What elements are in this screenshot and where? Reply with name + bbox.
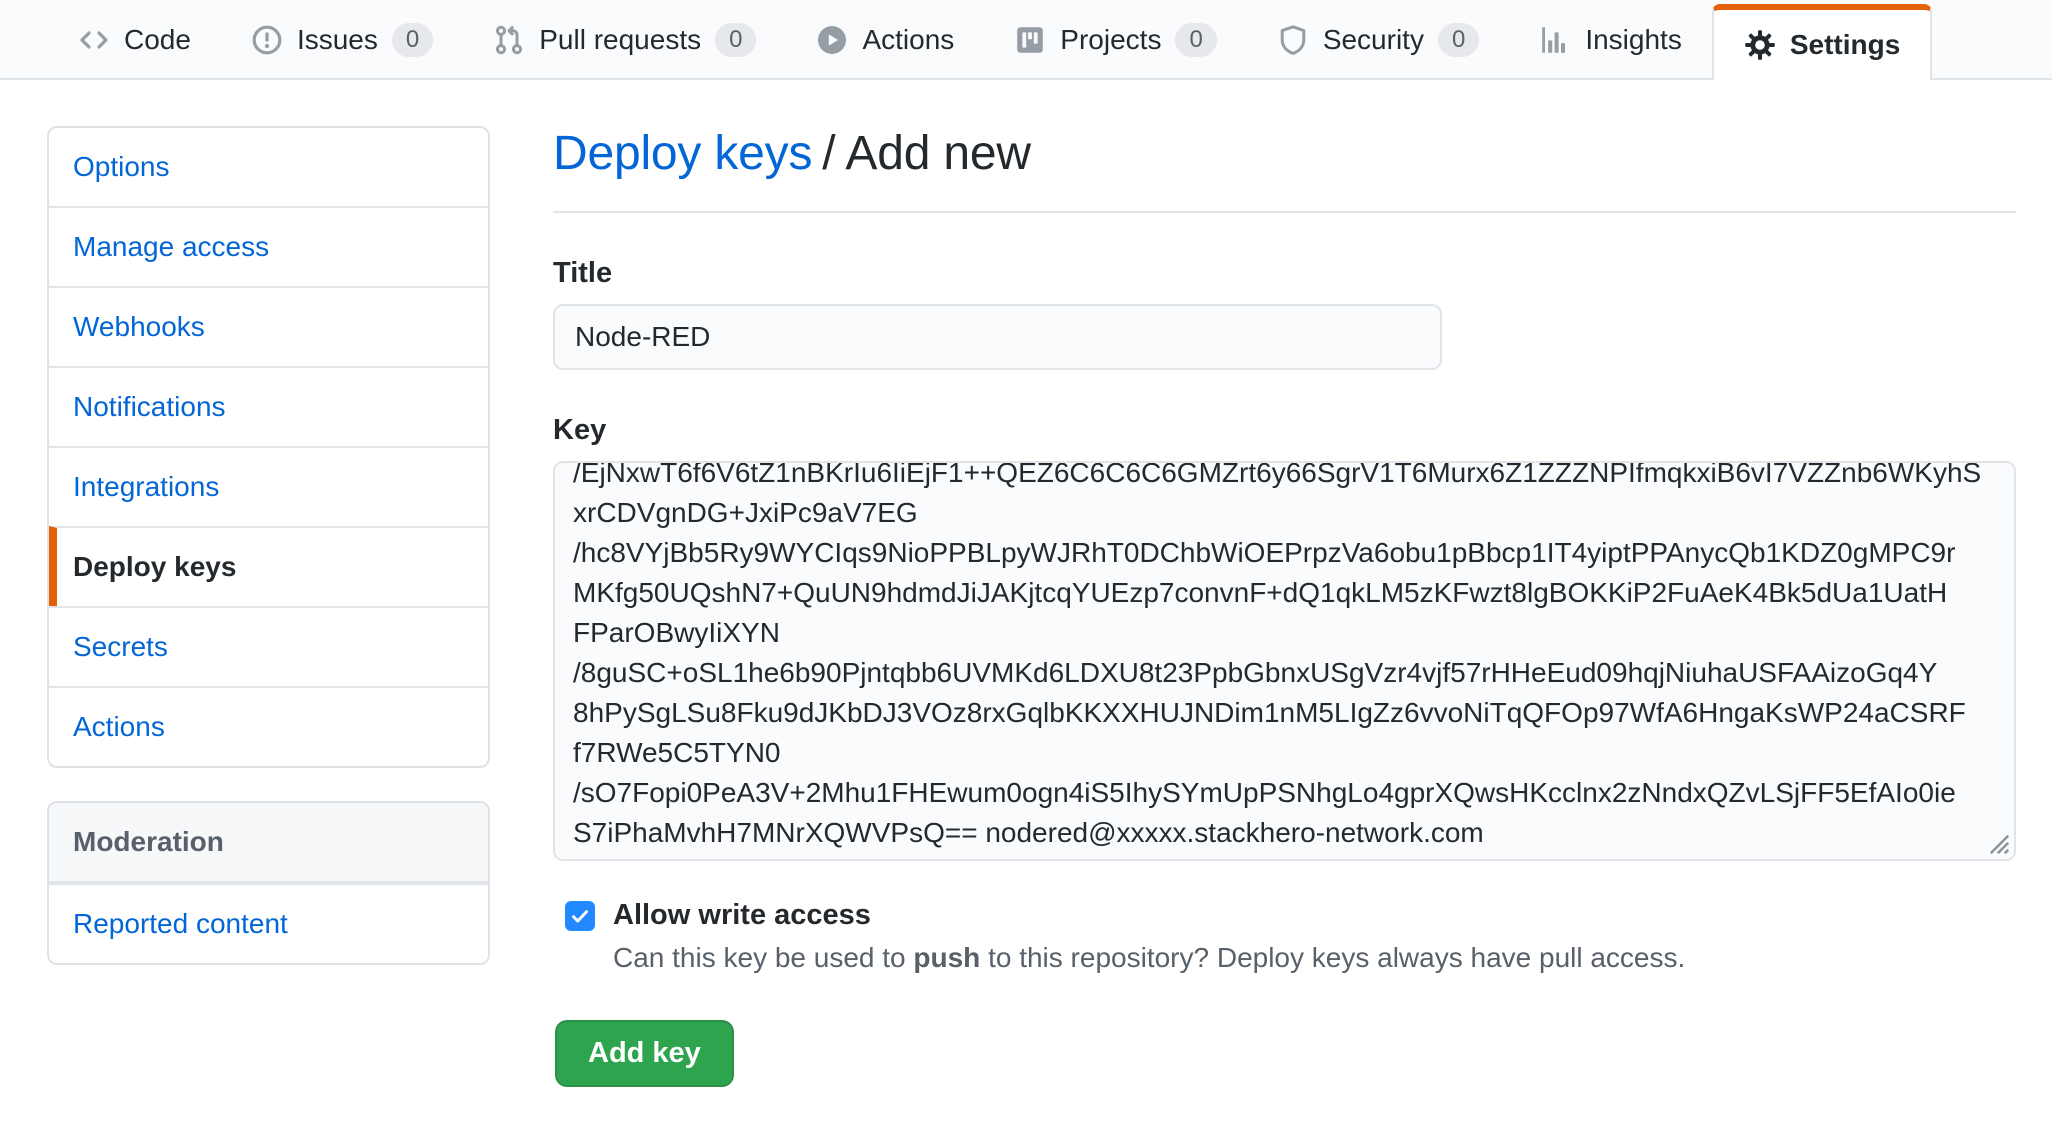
sidebar-item-options[interactable]: Options — [73, 151, 170, 182]
settings-menu: Options Manage access Webhooks Notificat… — [47, 126, 490, 768]
check-icon — [572, 909, 588, 922]
deploy-keys-form: Deploy keys/Add new Title Key /EjNxwT6f6… — [553, 126, 2016, 1087]
tab-label: Pull requests — [539, 24, 702, 55]
code-icon — [78, 24, 110, 56]
sidebar-item-manage-access[interactable]: Manage access — [49, 206, 488, 286]
pull-requests-count-badge: 0 — [715, 22, 757, 58]
title-label: Title — [553, 257, 613, 289]
play-icon — [816, 24, 848, 56]
moderation-menu: Moderation Reported content — [47, 801, 490, 965]
sidebar-item-actions[interactable]: Actions — [49, 686, 488, 766]
tab-label: Settings — [1789, 29, 1901, 60]
sidebar-item-integrations[interactable]: Integrations — [49, 446, 488, 526]
graph-icon — [1539, 24, 1571, 56]
issue-icon — [251, 24, 283, 56]
sidebar-item-notifications[interactable]: Notifications — [49, 366, 488, 446]
sidebar-item-webhooks[interactable]: Webhooks — [49, 286, 488, 366]
deploy-keys-link[interactable]: Deploy keys — [553, 127, 813, 180]
repo-nav: Code Issues 0 Pull requests 0 Actions — [0, 0, 2052, 80]
tab-label: Issues — [296, 24, 378, 55]
breadcrumb-separator: / — [822, 127, 836, 180]
breadcrumb-current: Add new — [845, 127, 1031, 180]
page-title: Deploy keys/Add new — [553, 126, 2016, 181]
issues-count-badge: 0 — [391, 22, 434, 58]
write-access-help: Can this key be used to push to this rep… — [613, 942, 1686, 973]
tab-label: Security — [1322, 24, 1424, 55]
tab-label: Actions — [862, 24, 955, 55]
tab-settings[interactable]: Settings — [1711, 4, 1933, 80]
security-count-badge: 0 — [1437, 22, 1480, 58]
sidebar-item-reported-content[interactable]: Reported content — [49, 883, 488, 963]
sidebar-item-secrets[interactable]: Secrets — [49, 606, 488, 686]
moderation-header: Moderation — [49, 803, 488, 883]
key-field-wrapper: /EjNxwT6f6V6tZ1nBKrIu6IiEjF1++QEZ6C6C6C6… — [553, 461, 2016, 861]
key-textarea[interactable]: /EjNxwT6f6V6tZ1nBKrIu6IiEjF1++QEZ6C6C6C6… — [553, 461, 2016, 861]
repo-tabs: Code Issues 0 Pull requests 0 Actions — [48, 2, 1933, 80]
allow-write-access-label[interactable]: Allow write access — [613, 899, 871, 931]
settings-sidebar: Options Manage access Webhooks Notificat… — [47, 126, 490, 965]
tab-projects[interactable]: Projects 0 — [984, 2, 1247, 78]
heading-divider — [553, 211, 2016, 213]
tab-actions[interactable]: Actions — [786, 2, 984, 78]
tab-pull-requests[interactable]: Pull requests 0 — [463, 2, 786, 78]
tab-label: Insights — [1585, 24, 1682, 55]
projects-count-badge: 0 — [1175, 22, 1217, 58]
shield-icon — [1277, 24, 1309, 56]
gear-icon — [1744, 29, 1776, 61]
tab-issues[interactable]: Issues 0 — [221, 2, 463, 78]
tab-code[interactable]: Code — [48, 2, 221, 78]
push-emphasis: push — [913, 942, 981, 973]
project-icon — [1014, 24, 1046, 56]
tab-security[interactable]: Security 0 — [1247, 2, 1510, 78]
tab-label: Code — [124, 24, 191, 55]
write-access-row: Allow write access — [553, 899, 2016, 932]
tab-insights[interactable]: Insights — [1509, 2, 1712, 78]
pull-request-icon — [493, 24, 525, 56]
allow-write-access-checkbox[interactable] — [565, 900, 595, 931]
tab-label: Projects — [1060, 24, 1162, 55]
sidebar-item-deploy-keys[interactable]: Deploy keys — [49, 526, 488, 606]
add-key-button[interactable]: Add key — [555, 1020, 734, 1087]
key-label: Key — [553, 414, 607, 446]
page-body: Options Manage access Webhooks Notificat… — [0, 80, 2052, 1087]
title-input[interactable] — [553, 304, 1442, 370]
